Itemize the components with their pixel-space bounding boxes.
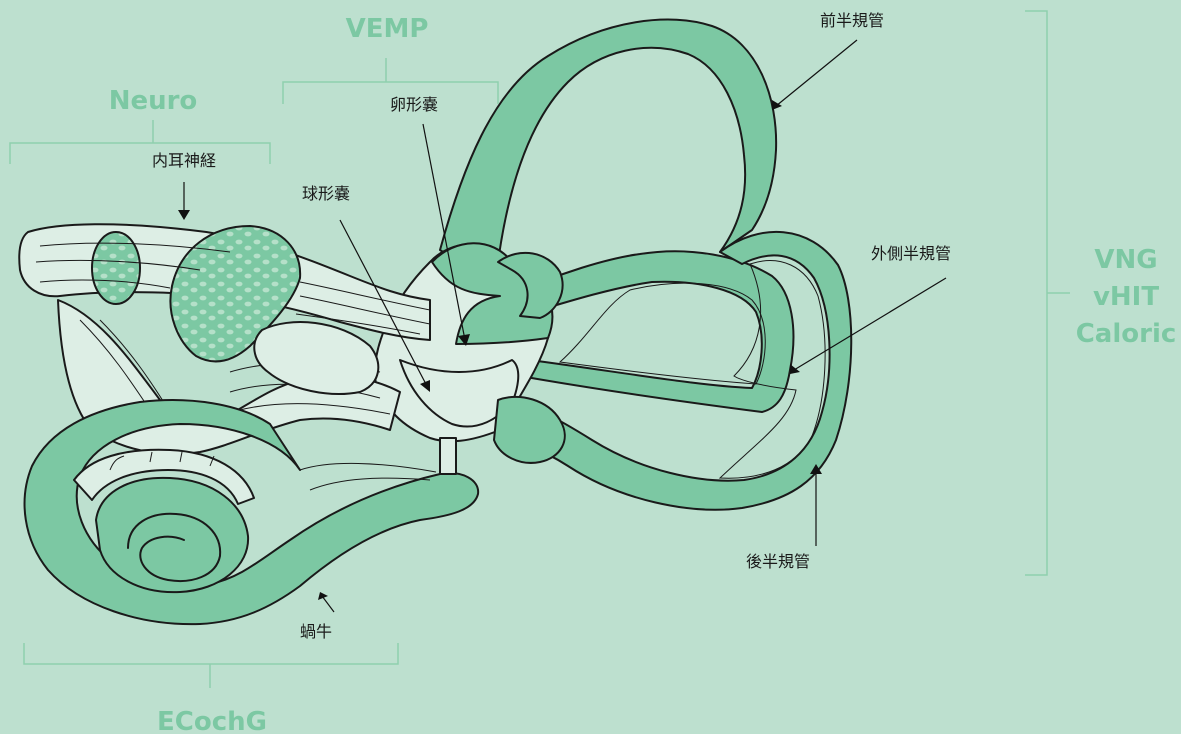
cochlea [25,400,479,624]
category-vng: VNG [1094,245,1157,275]
label-cochlea: 蝸牛 [300,622,332,641]
reunion-duct [440,438,456,474]
label-lateral-canal: 外側半規管 [871,244,951,263]
label-inner-ear-nerve: 内耳神経 [152,151,216,170]
cochlear-duct [25,400,479,624]
vestibule [375,243,565,463]
category-vemp: VEMP [346,14,429,44]
vng-bracket [1025,11,1070,575]
category-vhit: vHIT [1093,282,1159,312]
posterior-ampulla-shape [494,397,565,463]
label-posterior-canal: 後半規管 [746,552,810,571]
category-caloric: Caloric [1076,319,1177,349]
label-saccule: 球形嚢 [302,184,350,203]
category-neuro: Neuro [109,86,198,116]
category-ecochg: ECochG [157,707,267,734]
label-utricle: 卵形嚢 [390,95,438,114]
cochlear-spiral-2 [96,478,248,592]
label-anterior-canal: 前半規管 [820,11,884,30]
saccular-nerve-bulge [254,322,378,394]
neuro-bracket [10,120,270,164]
anterior-canal-shape [440,19,776,280]
ecochg-bracket [24,643,398,688]
